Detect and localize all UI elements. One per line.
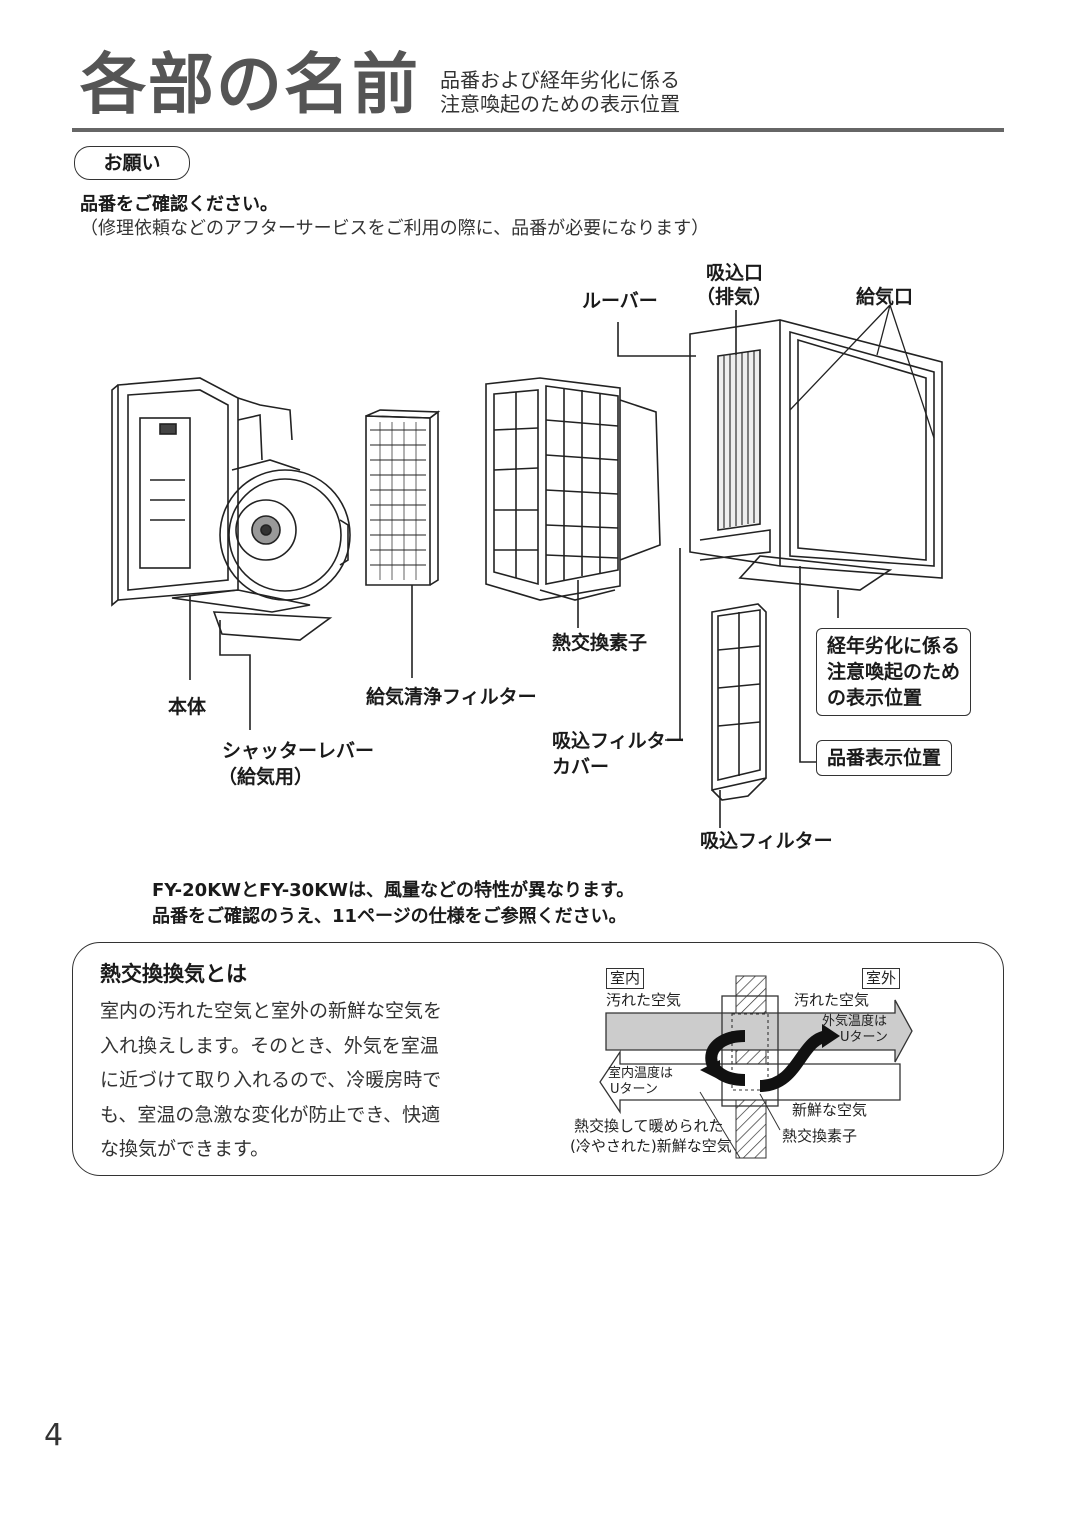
label-intake-filter: 吸込フィルター bbox=[700, 830, 833, 852]
label-aging-1: 経年劣化に係る bbox=[827, 635, 961, 657]
subtitle-line-2: 注意喚起のための表示位置 bbox=[440, 92, 680, 116]
request-line-1: 品番をご確認ください。 bbox=[80, 194, 278, 215]
label-fresh-air: 新鮮な空気 bbox=[792, 1101, 868, 1119]
label-shutter-2: （給気用） bbox=[218, 766, 314, 788]
label-aging-2: 注意喚起のため bbox=[827, 661, 961, 683]
supply-filter-drawing bbox=[365, 409, 441, 678]
info-line: に近づけて取り入れるので、冷暖房時で bbox=[100, 1069, 442, 1091]
label-supply-outlet: 給気口 bbox=[856, 286, 914, 308]
label-louver: ルーバー bbox=[582, 290, 658, 312]
spec-note-line-1: FY-20KWとFY-30KWは、風量などの特性が異なります。 bbox=[152, 880, 635, 901]
label-filter-cover-1: 吸込フィルター bbox=[552, 730, 685, 752]
main-body-drawing bbox=[111, 377, 351, 730]
info-box bbox=[72, 942, 1004, 1176]
label-model-position: 品番表示位置 bbox=[816, 740, 953, 776]
room-uturn-arrow bbox=[705, 1030, 746, 1086]
label-intake-1: 吸込口 bbox=[706, 262, 764, 284]
subtitle-line-1: 品番および経年劣化に係る bbox=[440, 68, 680, 92]
label-room-temp-1: 室内温度は bbox=[608, 1066, 674, 1081]
label-indoor: 室内 bbox=[606, 968, 645, 989]
label-outside-temp-1: 外気温度は bbox=[822, 1014, 888, 1029]
label-dirty-right: 汚れた空気 bbox=[794, 991, 870, 1009]
info-line: も、室温の急激な変化が防止でき、快適 bbox=[100, 1103, 441, 1126]
supply-flow-band bbox=[599, 1049, 901, 1115]
title-rule bbox=[72, 128, 1004, 132]
spec-note: FY-20KWとFY-30KWは、風量などの特性が異なります。 品番をご確認のう… bbox=[152, 878, 634, 930]
info-line: 室内の汚れた空気と室外の新鮮な空気を bbox=[100, 1000, 443, 1022]
aging-label-box: 経年劣化に係る 注意喚起のため の表示位置 bbox=[816, 628, 972, 716]
page-subtitle: 品番および経年劣化に係る 注意喚起のための表示位置 bbox=[440, 68, 680, 116]
intake-filter-drawing bbox=[665, 548, 767, 828]
info-body: 室内の汚れた空気と室外の新鮮な空気を 入れ換えします。そのとき、外気を室温 に近… bbox=[100, 994, 492, 1167]
label-dirty-left: 汚れた空気 bbox=[606, 991, 682, 1009]
info-line: な換気ができます。 bbox=[100, 1138, 270, 1160]
spec-note-line-2: 品番をご確認のうえ、11ページの仕様をご参照ください。 bbox=[152, 906, 627, 927]
label-warmed-2: (冷やされた)新鮮な空気 bbox=[570, 1137, 732, 1155]
label-shutter-1: シャッターレバー bbox=[222, 740, 375, 762]
element-box bbox=[721, 995, 779, 1107]
heat-exchanger-drawing bbox=[485, 377, 661, 628]
request-badge: お願い bbox=[74, 146, 190, 180]
request-line-2: （修理依頼などのアフターサービスをご利用の際に、品番が必要になります） bbox=[80, 218, 710, 239]
label-intake-2: （排気） bbox=[696, 286, 773, 308]
page-title: 各部の名前 bbox=[80, 46, 420, 123]
label-heat-element: 熱交換素子 bbox=[552, 632, 648, 654]
label-room-temp-2: Uターン bbox=[610, 1082, 658, 1097]
label-outdoor: 室外 bbox=[862, 968, 901, 989]
label-body: 本体 bbox=[168, 696, 207, 718]
label-outside-temp-2: Uターン bbox=[840, 1030, 888, 1045]
label-warmed-1: 熱交換して暖められた bbox=[574, 1117, 724, 1135]
label-aging-3: の表示位置 bbox=[827, 687, 923, 709]
exhaust-flow-band bbox=[605, 999, 913, 1063]
label-element: 熱交換素子 bbox=[782, 1127, 858, 1145]
label-filter-cover-2: カバー bbox=[552, 756, 610, 778]
info-line: 入れ換えします。そのとき、外気を室温 bbox=[100, 1034, 439, 1057]
info-heading: 熱交換換気とは bbox=[100, 962, 247, 986]
label-supply-filter: 給気清浄フィルター bbox=[366, 686, 537, 708]
front-unit-drawing bbox=[617, 304, 943, 763]
page-number: 4 bbox=[44, 1418, 64, 1453]
outdoor-uturn-arrow bbox=[759, 1030, 831, 1092]
